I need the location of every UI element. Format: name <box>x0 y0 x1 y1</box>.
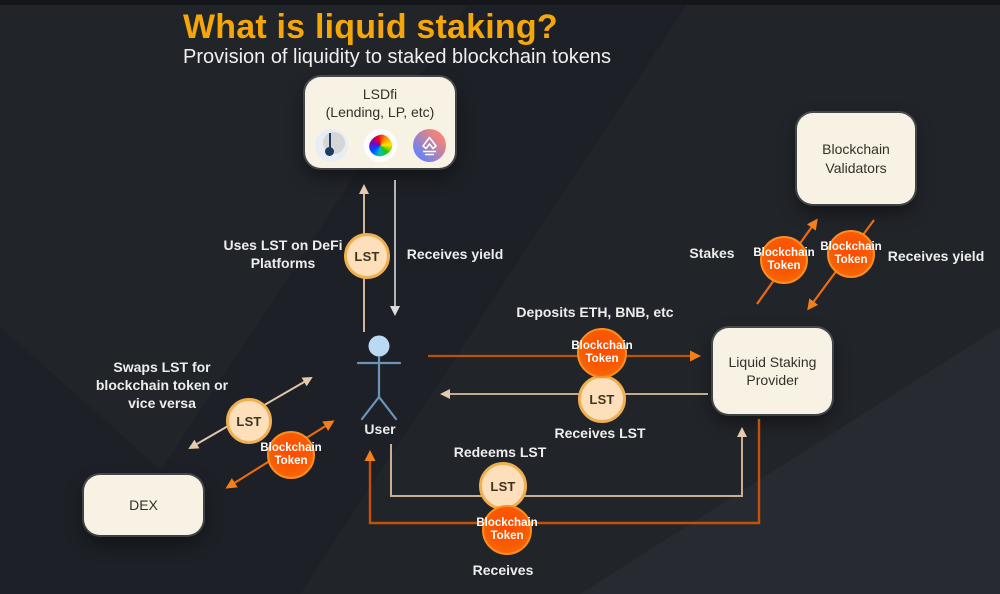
lsdfi-subtitle: (Lending, LP, etc) <box>325 104 435 121</box>
label-receives-lst: Receives LST <box>554 425 646 441</box>
lst-token-swap: LST <box>226 398 272 444</box>
validators-label: Blockchain Validators <box>822 141 890 176</box>
label-stakes: Stakes <box>689 245 735 261</box>
gradient-scale-icon <box>412 128 446 162</box>
label-deposits: Deposits ETH, BNB, etc <box>516 304 674 320</box>
lsdfi-icon-row <box>314 128 446 162</box>
blockchain-token-receive: Blockchain Token <box>476 505 538 555</box>
page-subtitle: Provision of liquidity to staked blockch… <box>183 46 612 68</box>
blockchain-token-deposit: Blockchain Token <box>571 328 633 378</box>
blockchain-validators-box: Blockchain Validators <box>797 113 915 204</box>
user-head <box>368 335 390 357</box>
liquid-staking-provider-box: Liquid Staking Provider <box>713 328 832 414</box>
lsdfi-box: LSDfi (Lending, LP, etc) <box>305 77 455 168</box>
background-top-strip <box>0 0 1000 5</box>
dex-label: DEX <box>129 496 158 513</box>
label-receives-yield-right: Receives yield <box>887 248 985 264</box>
user-label: User <box>364 421 396 437</box>
page-title: What is liquid staking? <box>183 8 558 46</box>
provider-label: Liquid Staking Provider <box>728 353 817 388</box>
user-figure <box>356 335 402 421</box>
label-receives-bottom: Receives <box>472 562 534 578</box>
label-receives-yield-top: Receives yield <box>406 246 504 262</box>
label-uses-lst: Uses LST on DeFi Platforms <box>223 237 343 272</box>
curve-icon <box>363 128 397 162</box>
label-redeems-lst: Redeems LST <box>453 444 547 460</box>
lst-token-redeem: LST <box>479 462 527 510</box>
blockchain-token-stake: Blockchain Token <box>753 236 815 284</box>
label-swaps: Swaps LST for blockchain token or vice v… <box>95 359 229 412</box>
pendle-icon <box>314 128 348 162</box>
blockchain-token-swap: Blockchain Token <box>260 431 322 479</box>
lst-token-receive: LST <box>578 375 626 423</box>
blockchain-token-yield: Blockchain Token <box>820 230 882 278</box>
lst-token-defi: LST <box>344 233 390 279</box>
dex-box: DEX <box>84 475 203 535</box>
lsdfi-title: LSDfi <box>362 86 398 102</box>
